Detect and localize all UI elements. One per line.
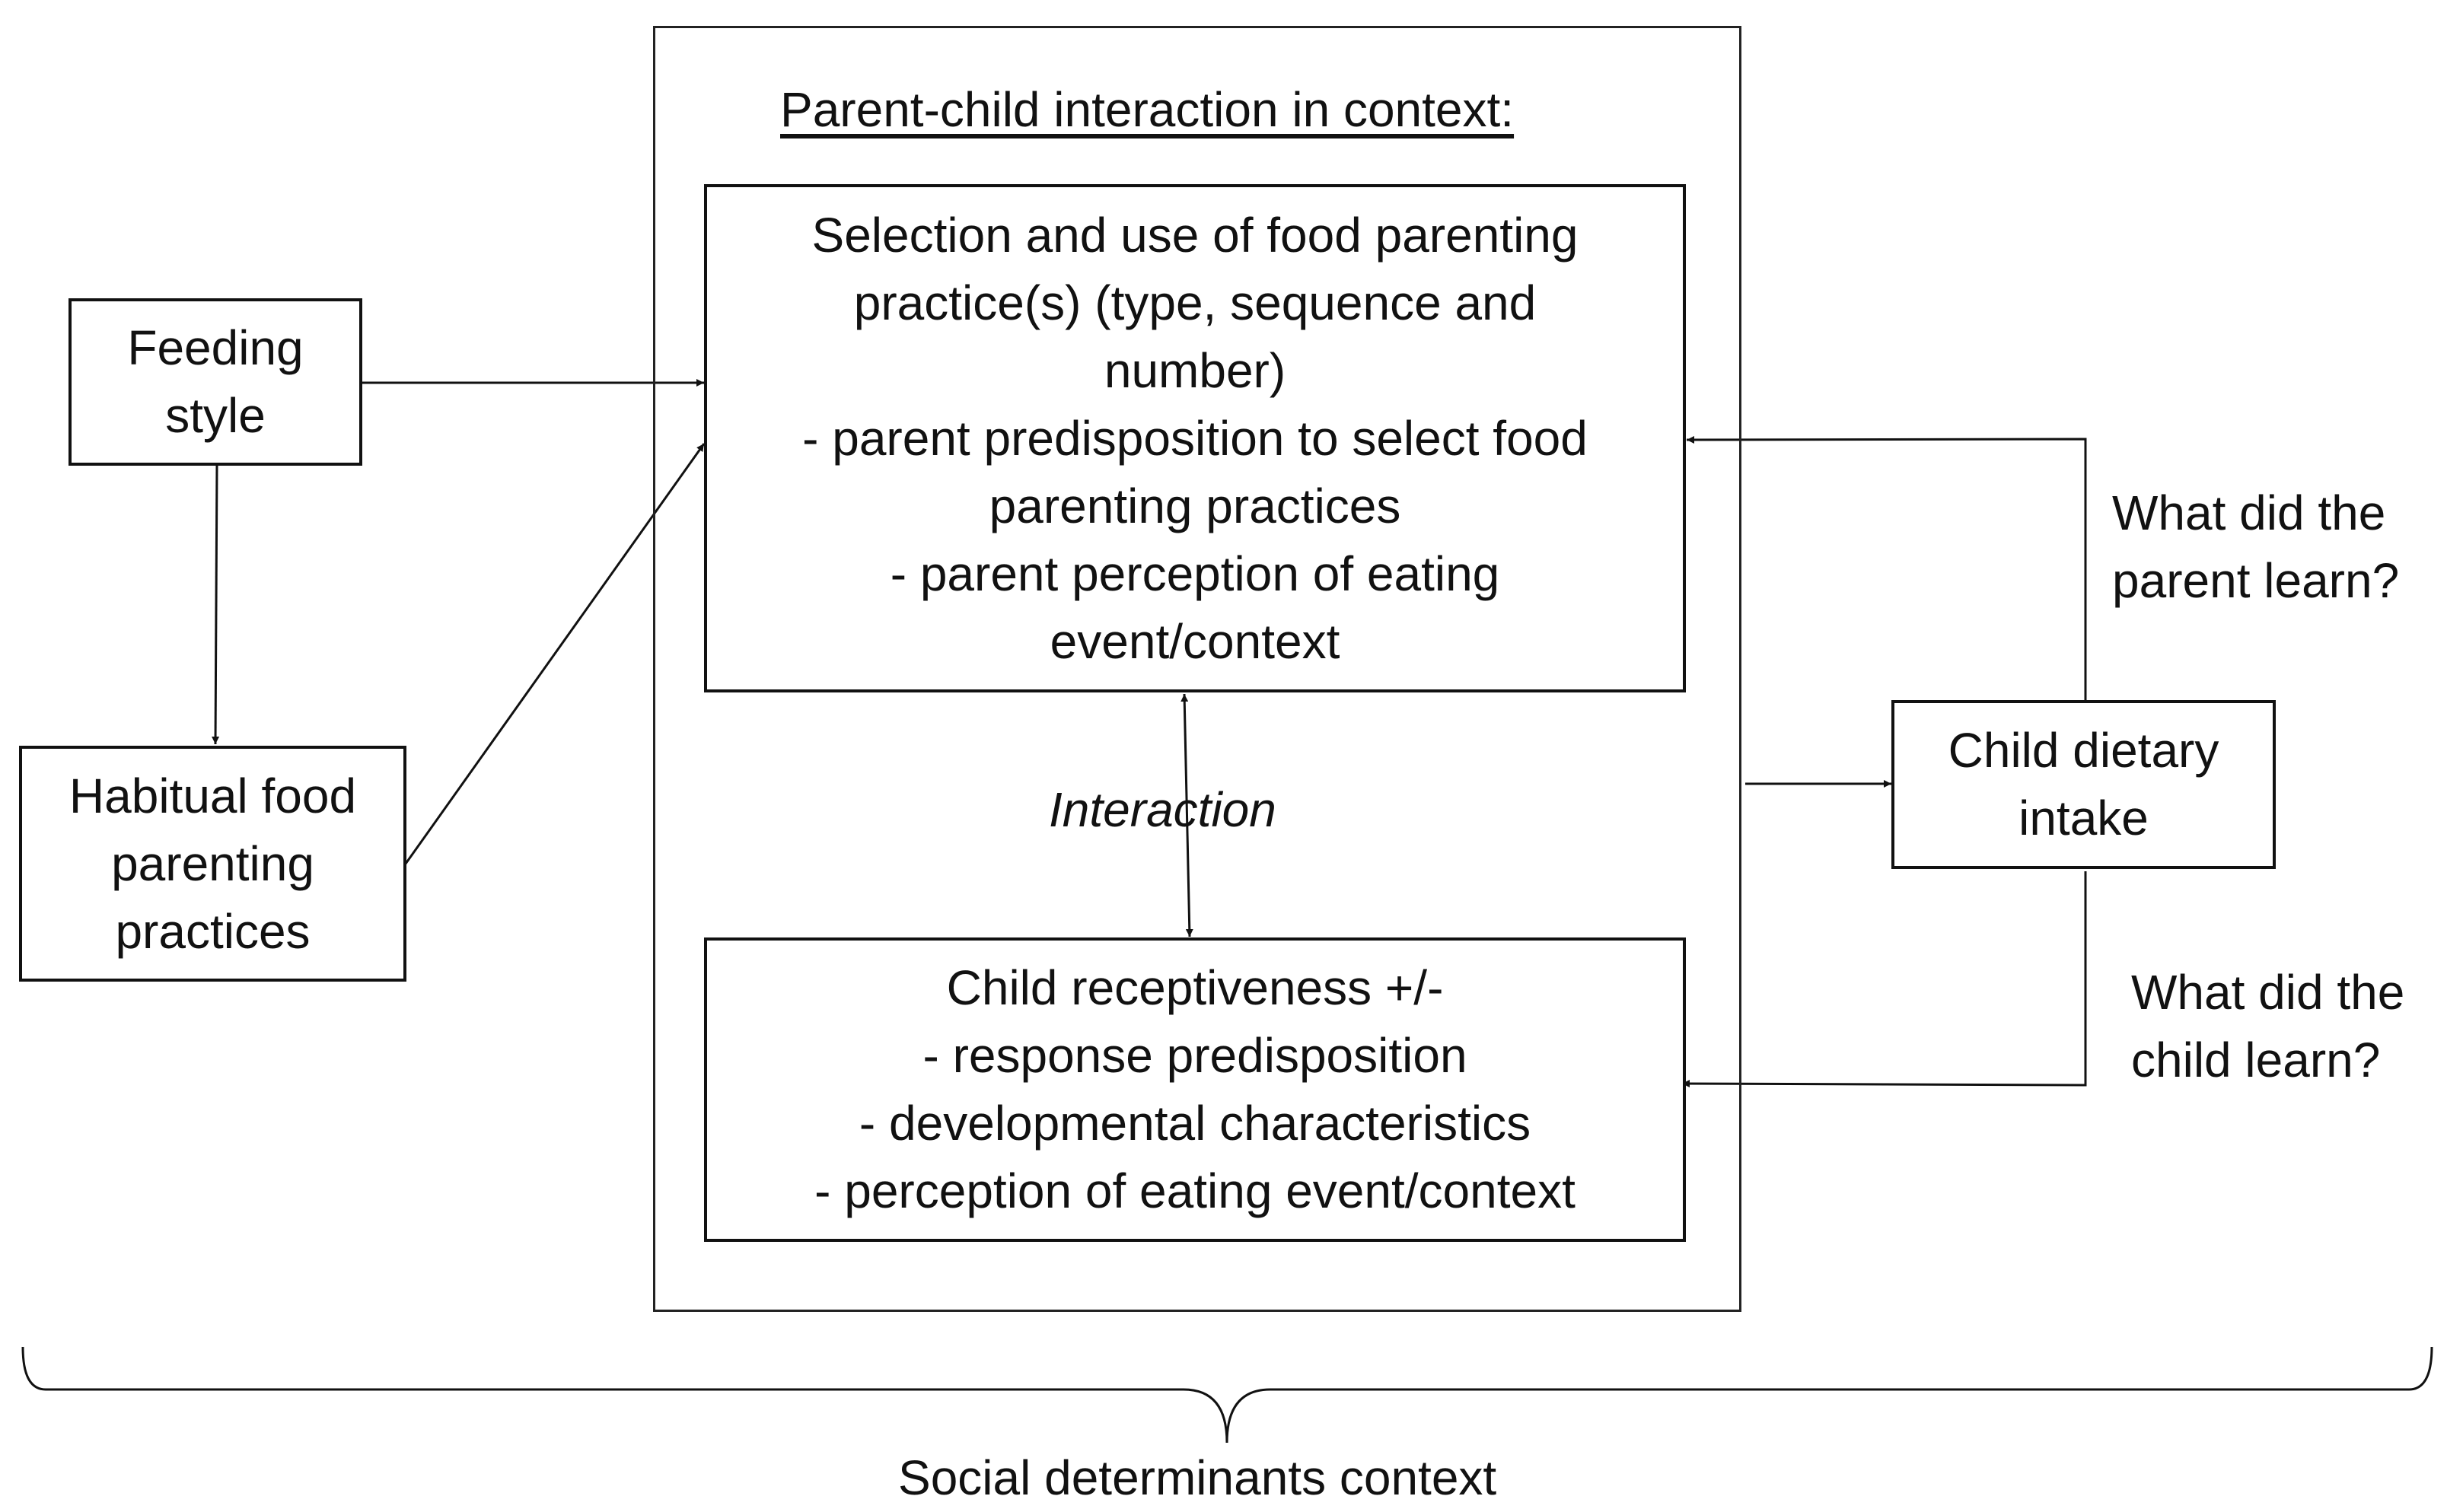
child-learn-line: What did the xyxy=(2131,965,2405,1020)
parent-child-context-frame xyxy=(653,26,1741,1312)
selection-box-line: - parent predisposition to select food xyxy=(802,410,1588,466)
habitual-practices-line: practices xyxy=(115,903,311,959)
habitual-practices-line: parenting xyxy=(111,836,314,891)
child-intake-line: intake xyxy=(2018,791,2149,845)
interaction-label: Interaction xyxy=(1049,782,1276,837)
child-receptiveness-line: - response predisposition xyxy=(922,1028,1467,1083)
child-learn-label: What did the child learn? xyxy=(2131,959,2404,1094)
child-receptiveness-box: Child receptiveness +/- - response predi… xyxy=(704,937,1686,1242)
child-learn-line: child learn? xyxy=(2131,1033,2381,1087)
social-determinants-brace xyxy=(21,1346,2433,1444)
context-title: Parent-child interaction in context: xyxy=(780,82,1515,137)
child-intake-line: Child dietary xyxy=(1948,723,2219,778)
parent-learn-line: What did the xyxy=(2112,485,2386,540)
habitual-food-parenting-practices-box: Habitual food parenting practices xyxy=(19,746,406,982)
arrow-feeding-to-habitual xyxy=(212,465,220,745)
selection-of-food-parenting-practices-box: Selection and use of food parenting prac… xyxy=(704,184,1686,692)
selection-box-line: Selection and use of food parenting xyxy=(811,207,1579,263)
selection-box-line: parenting practices xyxy=(989,478,1401,533)
social-determinants-label: Social determinants context xyxy=(898,1450,1497,1505)
parent-learn-label: What did the parent learn? xyxy=(2112,479,2399,615)
selection-box-line: number) xyxy=(1104,342,1286,398)
arrow-interaction xyxy=(1180,693,1193,937)
feeding-style-box: Feeding style xyxy=(69,298,362,466)
child-dietary-intake-box: Child dietary intake xyxy=(1891,700,2276,869)
selection-box-line: practice(s) (type, sequence and xyxy=(853,275,1537,330)
child-receptiveness-line: - perception of eating event/context xyxy=(814,1163,1576,1218)
child-receptiveness-line: - developmental characteristics xyxy=(859,1096,1531,1151)
child-receptiveness-line: Child receptiveness +/- xyxy=(946,960,1444,1015)
feeding-style-line: Feeding xyxy=(127,320,304,375)
parent-learn-line: parent learn? xyxy=(2112,553,2400,608)
habitual-practices-line: Habitual food xyxy=(69,768,357,823)
selection-box-line: event/context xyxy=(1050,613,1340,669)
arrow-parent-learning-feedback xyxy=(1686,435,2087,700)
selection-box-line: - parent perception of eating xyxy=(890,546,1500,601)
arrow-child-learning-feedback xyxy=(1681,871,2087,1088)
feeding-style-line: style xyxy=(165,388,266,443)
